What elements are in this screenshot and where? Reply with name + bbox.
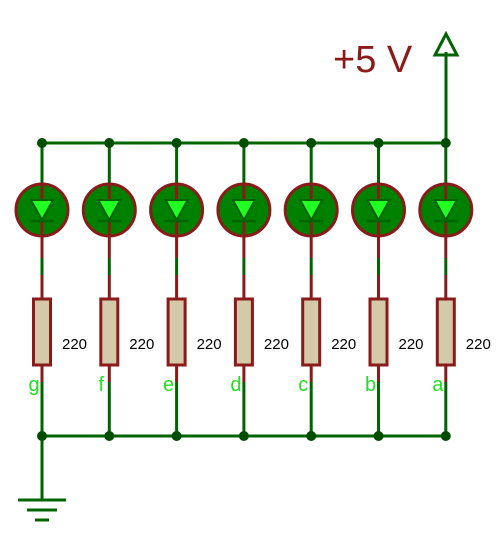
junction-dot (171, 138, 182, 148)
junction-dot (440, 138, 451, 148)
segment-label: d (230, 374, 241, 396)
junction-dot (306, 138, 317, 148)
led-diode-icon (163, 199, 190, 223)
resistor-value: 220 (331, 336, 356, 353)
junction-dot (104, 431, 115, 441)
resistor-value: 220 (466, 336, 491, 353)
resistor-value: 220 (62, 336, 87, 353)
resistor (32, 297, 52, 367)
resistor (233, 297, 254, 367)
resistor (368, 297, 389, 367)
junction-dot (37, 431, 47, 441)
supply-arrow (432, 30, 460, 143)
junction-dot (104, 138, 115, 148)
resistor-value: 220 (197, 336, 222, 353)
segment-label: c (298, 374, 308, 396)
junction-dot (440, 431, 451, 441)
channel-a: 220 a (418, 138, 491, 441)
junction-dot (37, 138, 47, 148)
channel-f: 220 f (81, 138, 154, 441)
resistor-value: 220 (129, 336, 154, 353)
segment-label: a (432, 374, 444, 396)
segment-label: g (28, 374, 39, 396)
junction-dot (373, 431, 384, 441)
led-diode-icon (298, 199, 324, 223)
junction-dot (306, 431, 317, 441)
segment-label: e (163, 374, 174, 396)
supply-label: +5 V (333, 39, 413, 81)
led-diode-icon (231, 199, 257, 223)
segment-label: f (99, 374, 105, 396)
junction-dot (171, 431, 182, 441)
resistor (301, 297, 322, 367)
junction-dot (373, 138, 384, 148)
channel-e: 220 e (149, 138, 222, 441)
junction-dot (238, 431, 249, 441)
junction-dot (238, 138, 249, 148)
channel-b: 220 b (351, 138, 424, 441)
channel-c: 220 c (283, 138, 356, 441)
resistor (99, 297, 120, 367)
led-diode-icon (29, 199, 55, 223)
resistor (166, 297, 187, 367)
ground-symbol (18, 436, 66, 522)
led-channels: 220 g 220 f 220 e 220 d 220 c 220 b 220 a (14, 138, 491, 441)
segment-label: b (365, 374, 376, 396)
channel-d: 220 d (216, 138, 289, 441)
resistor-value: 220 (399, 336, 424, 353)
channel-g: 220 g (14, 138, 87, 441)
resistor-value: 220 (264, 336, 289, 353)
resistor (435, 297, 456, 367)
led-diode-icon (433, 199, 459, 223)
led-diode-icon (365, 199, 392, 223)
led-diode-icon (96, 199, 122, 223)
